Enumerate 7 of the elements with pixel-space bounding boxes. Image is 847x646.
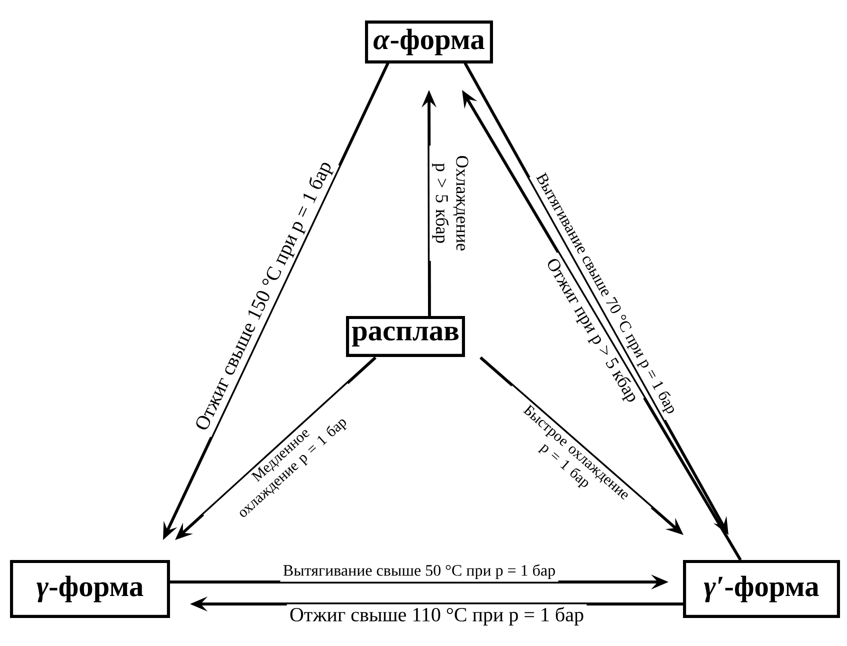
form-box: α-форма bbox=[365, 20, 493, 64]
edge-label: Охлаждение p > 5 кбар bbox=[429, 146, 472, 261]
form-box: γ′-форма bbox=[683, 560, 840, 618]
edge-label: Вытягивание свыше 50 °C при p = 1 бар bbox=[280, 562, 558, 582]
form-box: расплав bbox=[346, 316, 465, 357]
edge-label: Отжиг свыше 110 °C при p = 1 бар bbox=[286, 604, 587, 628]
form-box: γ-форма bbox=[10, 560, 170, 618]
